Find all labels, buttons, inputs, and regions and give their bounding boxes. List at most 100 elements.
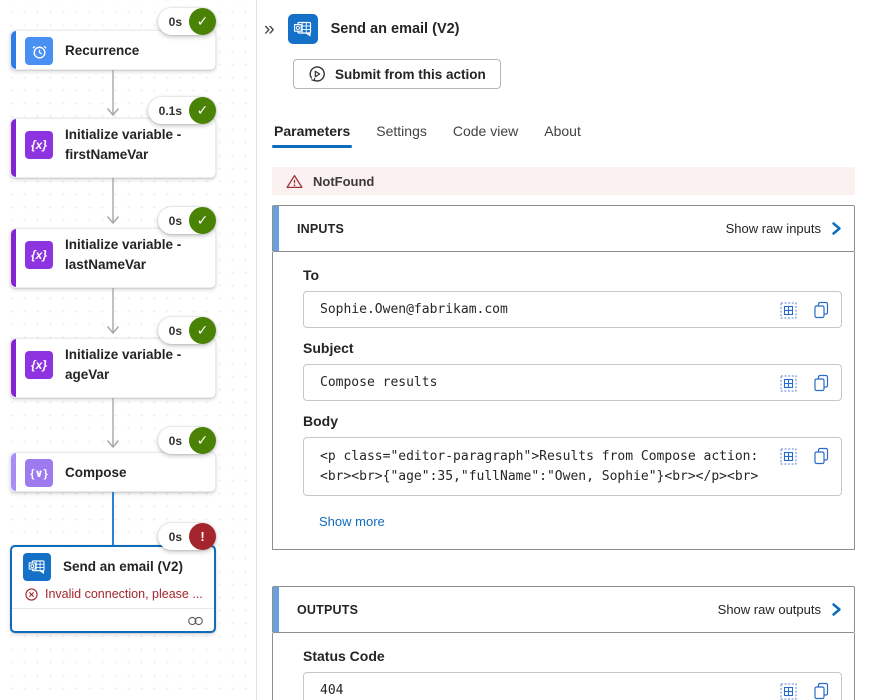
submit-button-label: Submit from this action (335, 66, 486, 82)
node-accent (11, 453, 16, 491)
panel-header: » Send an email (V2) (264, 14, 855, 44)
inputs-heading: INPUTS (297, 221, 345, 236)
tab-parameters[interactable]: Parameters (272, 123, 353, 148)
variable-icon: {x} (25, 351, 53, 380)
to-label: To (303, 267, 320, 283)
connector-arrow (106, 288, 120, 335)
node-error-text: Invalid connection, please ... (45, 587, 203, 601)
success-icon: ✓ (189, 97, 216, 124)
subject-field: Compose results (303, 364, 842, 401)
inputs-section-header[interactable]: INPUTS Show raw inputs (272, 205, 855, 252)
node-title: Recurrence (65, 42, 140, 58)
success-icon: ✓ (189, 427, 216, 454)
node-accent (11, 31, 16, 69)
workflow-canvas: Recurrence 0s ✓ {x} Initialize variable … (0, 0, 257, 700)
warning-triangle-icon (286, 174, 303, 188)
duration-label: 0.1s (158, 103, 182, 118)
subject-label: Subject (303, 340, 354, 356)
tab-about[interactable]: About (544, 123, 581, 139)
to-field: Sophie.Owen@fabrikam.com (303, 291, 842, 328)
connector-arrow (106, 70, 120, 117)
tab-bar: Parameters Settings Code view About (272, 123, 855, 148)
view-as-table-icon[interactable] (780, 375, 797, 392)
submit-from-action-button[interactable]: Submit from this action (293, 59, 501, 89)
node-accent (11, 119, 16, 177)
chevron-right-icon (832, 222, 841, 235)
compose-icon: {∨} (25, 459, 53, 487)
to-value: Sophie.Owen@fabrikam.com (320, 302, 508, 317)
run-status-badge: 0s ✓ (157, 427, 216, 454)
node-recurrence[interactable]: Recurrence (10, 30, 216, 70)
status-code-field: 404 (303, 672, 842, 700)
node-initialize-firstnamevar[interactable]: {x} Initialize variable - firstNameVar (10, 118, 216, 178)
view-as-table-icon[interactable] (780, 683, 797, 700)
node-error-row: Invalid connection, please ... (12, 587, 214, 608)
error-banner: NotFound (272, 167, 855, 195)
show-raw-outputs-link[interactable]: Show raw outputs (718, 602, 842, 617)
duration-label: 0s (168, 14, 182, 29)
connector-arrow (106, 398, 120, 449)
node-compose[interactable]: {∨} Compose (10, 452, 216, 492)
node-accent (11, 229, 16, 287)
resubmit-icon (309, 66, 325, 82)
body-label: Body (303, 413, 338, 429)
status-code-value: 404 (320, 683, 344, 699)
recurrence-icon (25, 37, 53, 65)
variable-icon: {x} (25, 131, 53, 160)
run-status-badge: 0s ! (157, 523, 216, 550)
copy-icon[interactable] (813, 447, 829, 465)
copy-icon[interactable] (813, 301, 829, 319)
duration-label: 0s (168, 213, 182, 228)
body-value: <p class="editor-paragraph">Results from… (320, 449, 767, 485)
panel-title: Send an email (V2) (330, 21, 460, 37)
outputs-section-header[interactable]: OUTPUTS Show raw outputs (272, 586, 855, 634)
tab-code-view[interactable]: Code view (452, 123, 519, 139)
chevron-right-icon (832, 603, 841, 617)
run-status-badge: 0s ✓ (157, 317, 216, 344)
tab-settings[interactable]: Settings (376, 123, 427, 139)
copy-icon[interactable] (813, 682, 829, 700)
error-icon: ! (189, 523, 216, 550)
error-banner-text: NotFound (313, 173, 375, 189)
outputs-section-body: Status Code 404 (272, 633, 855, 700)
node-accent (11, 339, 16, 397)
collapse-panel-icon[interactable]: » (264, 18, 275, 40)
inputs-section-body: To Sophie.Owen@fabrikam.com Sub (272, 252, 855, 551)
view-as-table-icon[interactable] (780, 448, 797, 465)
node-title: Initialize variable - firstNameVar (65, 127, 182, 163)
status-code-label: Status Code (303, 648, 385, 665)
show-more-link[interactable]: Show more (319, 514, 385, 530)
connection-icon[interactable] (187, 616, 204, 626)
node-title: Initialize variable - lastNameVar (65, 237, 182, 273)
section-accent-bar (273, 206, 279, 251)
node-title: Compose (65, 464, 127, 480)
copy-icon[interactable] (813, 374, 829, 392)
outlook-icon (23, 553, 51, 581)
duration-label: 0s (168, 323, 182, 338)
outputs-heading: OUTPUTS (297, 602, 359, 617)
node-initialize-lastnamevar[interactable]: {x} Initialize variable - lastNameVar (10, 228, 216, 288)
outlook-icon (287, 14, 318, 44)
connector-arrow (106, 178, 120, 225)
success-icon: ✓ (189, 8, 216, 35)
action-details-panel: » Send an email (V2) (257, 0, 870, 700)
duration-label: 0s (168, 433, 182, 448)
node-title: Send an email (V2) (63, 558, 184, 574)
success-icon: ✓ (189, 317, 216, 344)
connector-selected (112, 492, 114, 545)
node-send-email[interactable]: Send an email (V2) Invalid connection, p… (10, 545, 216, 633)
duration-label: 0s (168, 529, 182, 544)
variable-icon: {x} (25, 241, 53, 270)
node-initialize-agevar[interactable]: {x} Initialize variable - ageVar (10, 338, 216, 398)
success-icon: ✓ (189, 207, 216, 234)
section-accent-bar (273, 587, 279, 633)
view-as-table-icon[interactable] (780, 302, 797, 319)
run-status-badge: 0s ✓ (157, 8, 216, 35)
error-circle-icon (25, 587, 38, 601)
node-title: Initialize variable - ageVar (65, 347, 182, 383)
show-raw-inputs-link[interactable]: Show raw inputs (726, 221, 842, 236)
run-status-badge: 0.1s ✓ (147, 97, 216, 124)
node-footer (12, 608, 214, 633)
body-field: <p class="editor-paragraph">Results from… (303, 437, 842, 497)
